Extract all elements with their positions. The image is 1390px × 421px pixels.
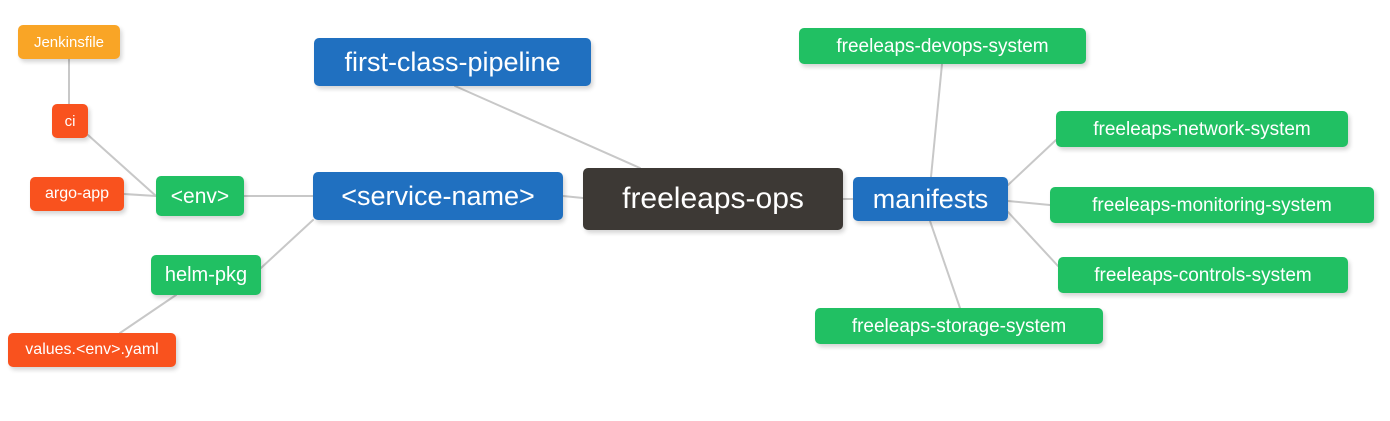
node-label-env: <env> [170,184,230,208]
edge-service-name-to-freeleaps-ops [562,195,584,199]
node-label-jenkinsfile: Jenkinsfile [33,33,105,51]
node-label-freeleaps-controls-system: freeleaps-controls-system [1094,264,1312,286]
node-label-first-class-pipeline: first-class-pipeline [344,46,561,77]
node-freeleaps-devops-system[interactable]: freeleaps-devops-system [799,28,1086,64]
node-first-class-pipeline[interactable]: first-class-pipeline [314,38,591,86]
node-label-freeleaps-devops-system: freeleaps-devops-system [836,35,1049,57]
node-label-values-yaml: values.<env>.yaml [25,341,159,358]
node-argo-app[interactable]: argo-app [30,177,124,211]
node-label-argo-app: argo-app [44,185,110,202]
node-jenkinsfile[interactable]: Jenkinsfile [18,25,120,59]
edge-first-class-pipeline-to-freeleaps-ops [454,85,641,169]
node-freeleaps-ops[interactable]: freeleaps-ops [583,168,843,230]
node-freeleaps-storage-system[interactable]: freeleaps-storage-system [815,308,1103,344]
edge-service-name-to-helm-pkg [260,219,314,269]
node-service-name[interactable]: <service-name> [313,172,563,220]
node-freeleaps-monitoring-system[interactable]: freeleaps-monitoring-system [1050,187,1374,223]
edge-argo-app-to-env [123,193,157,197]
node-manifests[interactable]: manifests [853,177,1008,221]
node-label-service-name: <service-name> [341,180,535,211]
node-label-freeleaps-ops: freeleaps-ops [622,182,804,215]
node-label-freeleaps-network-system: freeleaps-network-system [1093,118,1311,140]
edge-manifests-to-freeleaps-devops-system [930,63,943,178]
node-freeleaps-network-system[interactable]: freeleaps-network-system [1056,111,1348,147]
edge-manifests-to-freeleaps-monitoring-system [1007,200,1051,206]
node-label-freeleaps-storage-system: freeleaps-storage-system [851,315,1067,337]
node-ci[interactable]: ci [52,104,88,138]
edge-manifests-to-freeleaps-storage-system [929,220,961,309]
node-label-manifests: manifests [872,183,989,214]
node-helm-pkg[interactable]: helm-pkg [151,255,261,295]
node-label-helm-pkg: helm-pkg [164,264,248,286]
node-freeleaps-controls-system[interactable]: freeleaps-controls-system [1058,257,1348,293]
node-values-yaml[interactable]: values.<env>.yaml [8,333,176,367]
node-env[interactable]: <env> [156,176,244,216]
node-label-ci: ci [64,112,76,130]
edge-helm-pkg-to-values-yaml [119,294,177,334]
edge-manifests-to-freeleaps-network-system [1007,139,1057,186]
node-label-freeleaps-monitoring-system: freeleaps-monitoring-system [1092,194,1332,216]
